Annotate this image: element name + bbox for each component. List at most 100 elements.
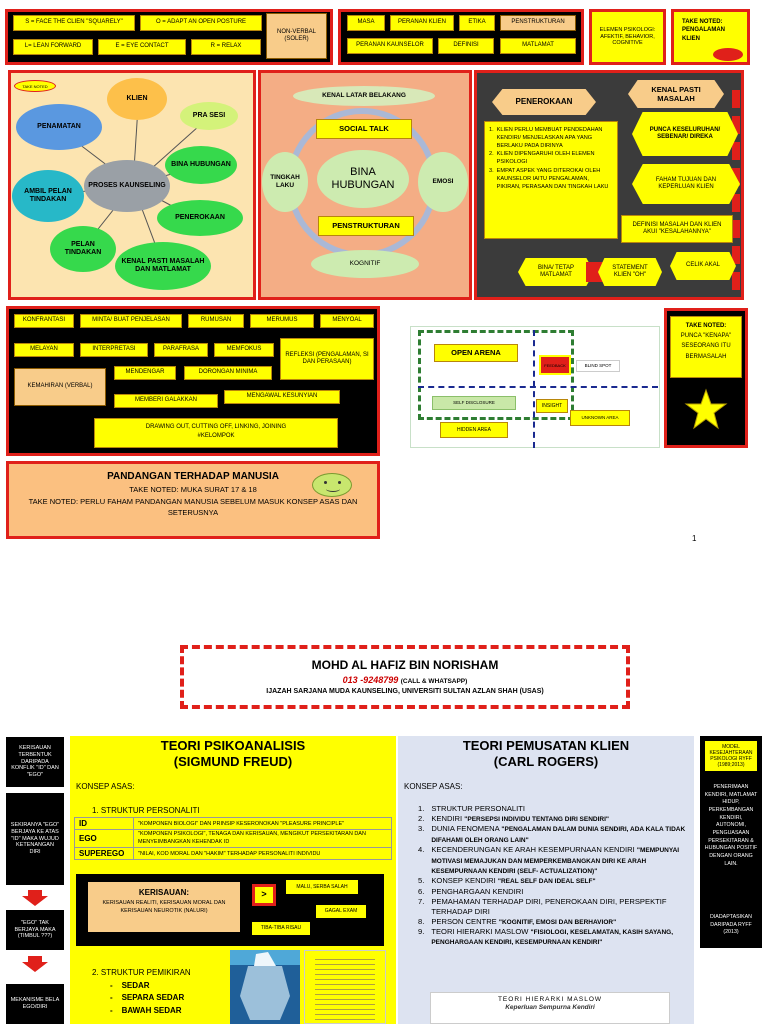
rogers-item: 4.KECENDERUNGAN KE ARAH KESEMPURNAAN KEN… <box>418 845 680 876</box>
soler-item: R = RELAX <box>191 39 261 55</box>
freud-title: TEORI PSIKOANALISIS <box>160 738 306 753</box>
pandangan-panel: PANDANGAN TERHADAP MANUSIA TAKE NOTED: M… <box>6 461 380 539</box>
rogers-subtitle: (CARL ROGERS) <box>493 754 599 770</box>
penerokaan-points: 1.KLIEN PERLU MEMBUAT PENDEDAHAN KENDIRI… <box>484 121 618 239</box>
author-banner: MOHD AL HAFIZ BIN NORISHAM 013 -9248799 … <box>180 645 630 709</box>
drawing-out-text: DRAWING OUT, CUTTING OFF, LINKING, JOINI… <box>145 424 287 430</box>
skill-item: PARAFRASA <box>154 343 208 357</box>
skill-item: MEMFOKUS <box>214 343 274 357</box>
skill-verbal: KEMAHIRAN (VERBAL) <box>14 368 106 406</box>
celik-akal: CELIK AKAL <box>670 252 736 280</box>
maslow-image: TEORI HIERARKI MASLOW Keperluan Sempurna… <box>430 992 670 1024</box>
punca-line: SESEORANG ITU <box>681 343 731 350</box>
freud-s1: 1. STRUKTUR PERSONALITI <box>92 806 200 815</box>
kenal-pasti-masalah: KENAL PASTI MASALAH <box>628 80 724 108</box>
rogers-item: 1.STRUKTUR PERSONALITI <box>418 804 526 813</box>
penerokaan-point: 1.KLIEN PERLU MEMBUAT PENDEDAHAN KENDIRI… <box>489 127 603 150</box>
red-oval <box>713 48 743 61</box>
skill-item: RUMUSAN <box>188 314 244 328</box>
table-key: SUPEREGO <box>74 847 134 861</box>
left-note-2: SEKIRANYA "EGO" BERJAYA KE ATAS "ID" MAK… <box>6 793 64 885</box>
freud-header: TEORI PSIKOANALISIS (SIGMUND FREUD) <box>70 738 396 771</box>
soler-item: O = ADAPT AN OPEN POSTURE <box>140 15 262 31</box>
skill-item: MENYOAL <box>320 314 374 328</box>
punca-line: TAKE NOTED: <box>685 323 727 329</box>
penerokaan-title: PENEROKAAN <box>492 89 596 115</box>
pandangan-title: PANDANGAN TERHADAP MANUSIA <box>107 471 279 482</box>
smiley-icon <box>312 473 352 497</box>
role-term: MASA <box>347 15 385 31</box>
soler-item: S = FACE THE CLIEN "SQUARELY" <box>13 15 135 31</box>
bina-tetap-matlamat: BINA/ TETAP MATLAMAT <box>518 258 594 286</box>
take-noted-punca: TAKE NOTED: PUNCA "KENAPA" SESEORANG ITU… <box>670 316 742 378</box>
penstrukturan: PENSTRUKTURAN <box>318 216 414 236</box>
insight: INSIGHT <box>536 399 568 413</box>
blind-spot: BLIND SPOT <box>576 360 620 372</box>
pandangan-line1: TAKE NOTED: MUKA SURAT 17 & 18 <box>129 485 257 494</box>
down-arrow-icon <box>22 890 48 906</box>
role-term: DEFINISI <box>438 38 494 54</box>
johari-h-line <box>418 386 658 388</box>
down-arrow-icon <box>22 956 48 972</box>
table-key: ID <box>74 817 134 830</box>
rogers-item: 2.KENDIRI "PERSEPSI INDIVIDU TENTANG DIR… <box>418 813 610 823</box>
elemen-psikologi-note: ELEMEN PSIKOLOGI: AFEKTIF, BEHAVIOR, COG… <box>589 9 666 65</box>
author-name: MOHD AL HAFIZ BIN NORISHAM <box>311 658 499 672</box>
unknown-area: UNKNOWN AREA <box>570 410 630 426</box>
role-term: MATLAMAT <box>500 38 576 54</box>
node-penamatan: PENAMATAN <box>16 104 102 150</box>
rogers-list: 1.STRUKTUR PERSONALITI 2.KENDIRI "PERSEP… <box>418 804 690 948</box>
skill-item: MEMBERI GALAKKAN <box>114 394 218 408</box>
level-item: - SEPARA SEDAR <box>110 993 185 1003</box>
soler-item: L= LEAN FORWARD <box>13 39 93 55</box>
kenal-latar-belakang: KENAL LATAR BELAKANG <box>293 86 435 106</box>
kerisauan-box: KERISAUAN: KERISAUAN REALITI, KERISAUAN … <box>88 882 240 932</box>
table-row: ID "KOMPONEN BIOLOGI" DAN PRINSIP KESERO… <box>74 817 392 830</box>
rogers-header: TEORI PEMUSATAN KLIEN (CARL ROGERS) <box>398 738 694 771</box>
rogers-item: 6.PENGHARGAAN KENDIRI <box>418 886 524 896</box>
skill-item: KONFRANTASI <box>14 314 74 328</box>
skill-item: REFLEKSI (PENGALAMAN, SI DAN PERASAAN) <box>280 338 374 380</box>
kerisauan-title: KERISAUAN: <box>138 888 190 897</box>
node-klien: KLIEN <box>107 78 167 120</box>
malu-note: MALU, SERBA SALAH <box>286 880 358 894</box>
johari-dashed-frame <box>418 330 574 420</box>
johari-v-line <box>533 330 535 448</box>
ryff-title: MODEL KESEJAHTERAAN PSIKOLOGI RYFF (1989… <box>705 741 757 771</box>
node-pra-sesi: PRA SESI <box>180 102 238 130</box>
table-value: "KOMPONEN BIOLOGI" DAN PRINSIP KESERONOK… <box>133 817 392 830</box>
punca-keseluruhan: PUNCA KESELURUHAN/ SEBENAR/ DIREKA <box>632 112 738 156</box>
node-kenal-pasti: KENAL PASTI MASALAH DAN MATLAMAT <box>115 242 211 290</box>
take-noted-pengalaman-text: TAKE NOTED: PENGALAMAN KLIEN <box>682 19 725 42</box>
rogers-item: 9.TEORI HIERARKI MASLOW "FISIOLOGI, KESE… <box>418 926 674 947</box>
page-number: 1 <box>692 534 697 543</box>
definisi-masalah: DEFINISI MASALAH DAN KLIEN AKUI "KESALAH… <box>621 215 733 243</box>
left-note-1: KERISAUAN TERBENTUK DARIPADA KONFLIK "ID… <box>6 737 64 787</box>
skill-item: MELAYAN <box>14 343 74 357</box>
rogers-item: 8.PERSON CENTRE "KOGNITIF, EMOSI DAN BER… <box>418 916 617 926</box>
rogers-konsep: KONSEP ASAS: <box>404 782 463 791</box>
faham-tujuan: FAHAM TUJUAN DAN KEPERLUAN KLIEN <box>632 164 740 204</box>
statement-klien: STATEMENT KLIEN "OH" <box>598 258 662 286</box>
author-phone-note: (CALL & WHATSAPP) <box>400 678 468 685</box>
table-value: "NILAI, KOD MORAL DAN "HAKIM" TERHADAP P… <box>133 847 392 861</box>
arrow-marker: > <box>252 884 276 906</box>
feedback: FEEDBACK <box>539 355 571 375</box>
rogers-title: TEORI PEMUSATAN KLIEN <box>462 738 630 753</box>
table-row: EGO "KOMPONEN PSIKOLOGI", TENAGA DAN KER… <box>74 828 392 849</box>
johari-window <box>410 326 660 448</box>
punca-line: PUNCA "KENAPA" <box>680 333 732 340</box>
level-item: - BAWAH SEDAR <box>110 1005 182 1015</box>
punca-line: BERMASALAH <box>685 353 727 360</box>
hidden-area: HIDDEN AREA <box>440 422 508 438</box>
star-icon <box>684 388 728 430</box>
skill-item: MERUMUS <box>250 314 314 328</box>
left-note-3: "EGO" TAK BERJAYA MAKA (TIMBUL ???) <box>6 910 64 950</box>
ryff-body: PENERIMAAN KENDIRI, MATLAMAT HIDUP, PERK… <box>704 784 758 867</box>
node-pelan-tindakan: PELAN TINDAKAN <box>50 226 116 272</box>
author-degree: IJAZAH SARJANA MUDA KAUNSELING, UNIVERSI… <box>266 688 544 695</box>
freud-subtitle: (SIGMUND FREUD) <box>173 754 293 770</box>
maslow-title: TEORI HIERARKI MASLOW <box>497 996 603 1003</box>
penerokaan-point: 2.KLIEN DIPENGARUHI OLEH ELEMEN PSIKOLOG… <box>489 151 595 166</box>
emosi: EMOSI <box>418 152 468 212</box>
